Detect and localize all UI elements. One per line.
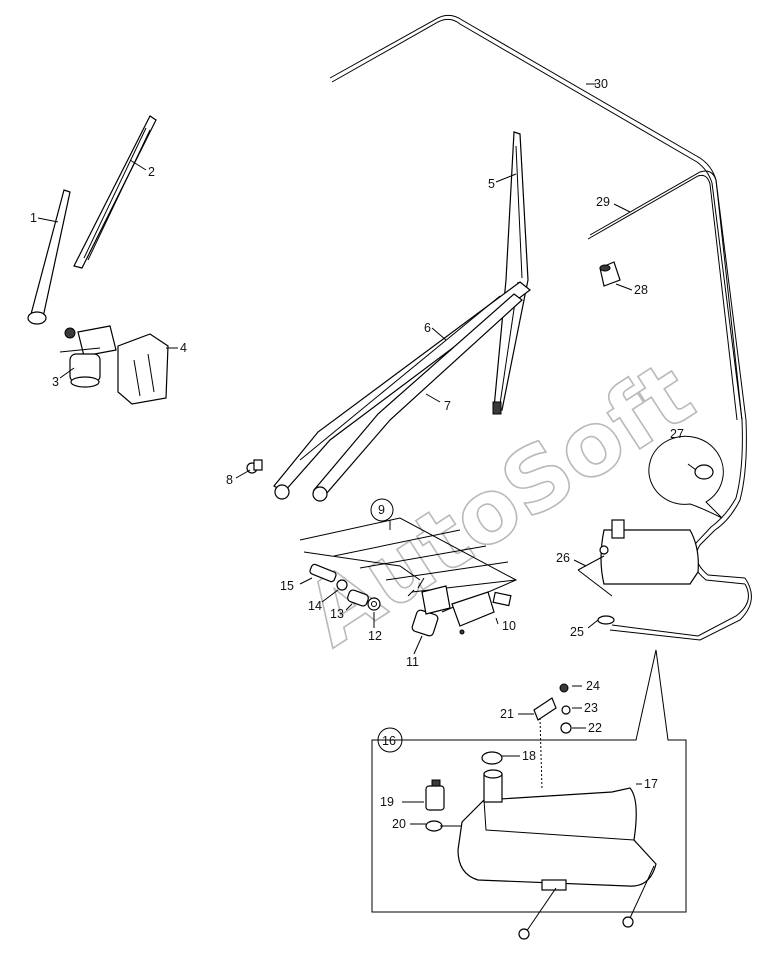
callout-9: 9 bbox=[378, 503, 385, 517]
callout-26: 26 bbox=[556, 551, 570, 565]
callout-13: 13 bbox=[330, 607, 344, 621]
callout-30: 30 bbox=[594, 77, 608, 91]
washer-14 bbox=[336, 579, 348, 591]
callout-1: 1 bbox=[30, 211, 37, 225]
reservoir-26 bbox=[577, 519, 699, 597]
callout-21: 21 bbox=[500, 707, 514, 721]
wiper-motor-3 bbox=[59, 325, 117, 388]
callout-20: 20 bbox=[392, 817, 406, 831]
wiper-drive-11 bbox=[407, 577, 451, 637]
pin-15 bbox=[309, 563, 337, 583]
wiper-blade-2 bbox=[73, 115, 157, 269]
callout-22: 22 bbox=[588, 721, 602, 735]
clip-25 bbox=[597, 615, 615, 625]
callout-9-circle bbox=[370, 498, 394, 522]
callout-4: 4 bbox=[180, 341, 187, 355]
nut-8 bbox=[246, 459, 263, 474]
callout-7: 7 bbox=[444, 399, 451, 413]
spacer-24 bbox=[559, 683, 569, 693]
bolt-left bbox=[518, 887, 557, 940]
bolt-22 bbox=[560, 722, 572, 734]
callout-5: 5 bbox=[488, 177, 495, 191]
callout-29: 29 bbox=[596, 195, 610, 209]
detail-box-16 bbox=[371, 649, 687, 913]
callout-27: 27 bbox=[670, 427, 684, 441]
wiper-blade-5 bbox=[492, 131, 529, 415]
callout-2: 2 bbox=[148, 165, 155, 179]
pump-19 bbox=[425, 779, 445, 811]
washer-23 bbox=[561, 705, 571, 715]
nozzle-28 bbox=[599, 261, 621, 287]
callout-10: 10 bbox=[502, 619, 516, 633]
callout-14: 14 bbox=[308, 599, 322, 613]
callout-17: 17 bbox=[644, 777, 658, 791]
grommet-20 bbox=[425, 820, 462, 832]
callout-28: 28 bbox=[634, 283, 648, 297]
motor-cover-4 bbox=[117, 333, 169, 405]
bolt-right bbox=[622, 865, 655, 928]
callout-18: 18 bbox=[522, 749, 536, 763]
callout-25: 25 bbox=[570, 625, 584, 639]
nut-12 bbox=[367, 597, 381, 611]
callout-24: 24 bbox=[586, 679, 600, 693]
bracket-10 bbox=[451, 591, 512, 635]
callout-12: 12 bbox=[368, 629, 382, 643]
callout-6: 6 bbox=[424, 321, 431, 335]
strap-21 bbox=[533, 697, 557, 791]
cap-18 bbox=[481, 751, 503, 803]
callout-11: 11 bbox=[406, 655, 419, 669]
wiper-arm-1 bbox=[27, 189, 71, 325]
callout-3: 3 bbox=[52, 375, 59, 389]
washer-hose-29 bbox=[587, 170, 752, 641]
callout-8: 8 bbox=[226, 473, 233, 487]
clip-detail-27 bbox=[648, 435, 724, 519]
callout-19: 19 bbox=[380, 795, 394, 809]
leader-lines bbox=[37, 83, 697, 825]
callout-23: 23 bbox=[584, 701, 598, 715]
tank-17 bbox=[457, 787, 657, 891]
callout-15: 15 bbox=[280, 579, 294, 593]
callout-16: 16 bbox=[382, 734, 396, 748]
wiper-arm-7 bbox=[274, 293, 523, 502]
bushing-13 bbox=[347, 589, 369, 607]
callout-16-circle bbox=[377, 727, 403, 753]
